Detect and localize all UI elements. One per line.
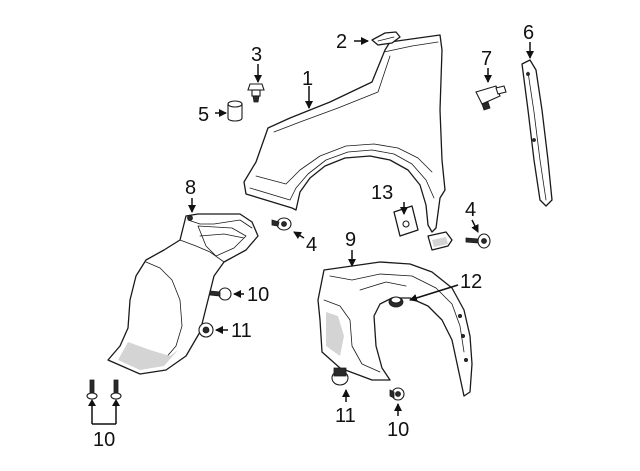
callout-11-left: 11 <box>231 320 252 342</box>
bolt <box>247 83 265 103</box>
leader-lines <box>88 37 534 425</box>
screw-10-bottom <box>389 387 405 401</box>
callout-3: 3 <box>251 44 262 66</box>
callout-6: 6 <box>523 22 534 44</box>
callout-1: 1 <box>302 68 313 90</box>
callout-10-left: 10 <box>247 284 269 306</box>
rear-splash-shield <box>317 261 473 397</box>
callout-5: 5 <box>198 104 209 126</box>
screw-right <box>465 233 491 249</box>
push-retainer <box>475 85 507 111</box>
nut <box>227 100 243 122</box>
screw-10-left <box>209 287 232 301</box>
callout-9: 9 <box>345 229 356 251</box>
callout-7: 7 <box>481 48 492 70</box>
bracket <box>393 205 419 237</box>
fender-insulator <box>371 31 401 46</box>
front-splash-shield <box>107 213 259 375</box>
rear-seal <box>521 59 553 207</box>
screw-11-bottom <box>331 367 349 386</box>
callout-2: 2 <box>336 31 347 53</box>
callout-11-bottom: 11 <box>335 405 356 427</box>
screw-upper <box>271 217 292 231</box>
retainer-clip <box>388 296 404 308</box>
screw-10-pair <box>86 379 122 400</box>
callout-13: 13 <box>371 182 393 204</box>
screw-11-left <box>198 322 214 338</box>
callout-10-pair: 10 <box>93 429 115 451</box>
callout-10-bottom: 10 <box>387 419 409 441</box>
callout-8: 8 <box>185 177 196 199</box>
callout-12: 12 <box>460 271 482 293</box>
callout-4-middle: 4 <box>306 234 317 256</box>
front-fender <box>243 34 453 251</box>
callout-4-right: 4 <box>465 199 476 221</box>
